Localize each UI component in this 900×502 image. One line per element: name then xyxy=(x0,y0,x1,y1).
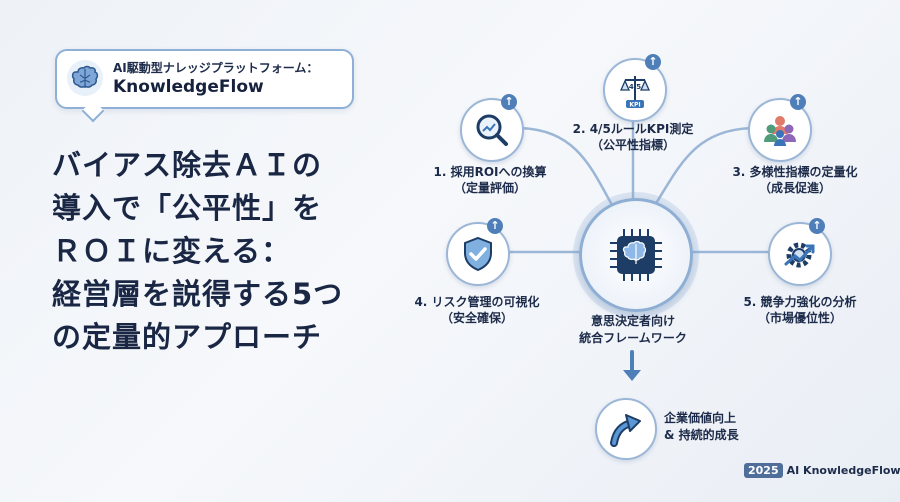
magnifier-chart-icon xyxy=(476,114,508,146)
node-5-subtitle: （市場優位性） xyxy=(757,311,842,325)
scale-kpi-icon: 4/5 KPI xyxy=(619,76,651,109)
node-3-subtitle: （成長促進） xyxy=(758,181,831,195)
node-5-title: 5. 競争力強化の分析 xyxy=(743,295,857,309)
gear-trend-icon xyxy=(784,242,815,268)
node-2-subtitle: （公平性指標） xyxy=(590,138,675,152)
headline: バイアス除去ＡＩの 導入で「公平性」を ＲＯＩに変える： 経営層を説得する5つ … xyxy=(52,144,382,359)
node-4-subtitle: （安全確保） xyxy=(440,311,513,325)
badge-subtitle: AI駆動型ナレッジプラットフォーム： xyxy=(113,61,319,75)
down-arrow-icon xyxy=(623,350,641,381)
headline-line: バイアス除去ＡＩの xyxy=(52,148,323,182)
headline-line: ＲＯＩに変える： xyxy=(52,234,292,268)
up-arrow-icon: ↑ xyxy=(645,54,661,70)
center-label: 意思決定者向け 統合フレームワーク xyxy=(568,313,698,347)
shield-check-icon xyxy=(464,236,492,272)
up-arrow-icon: ↑ xyxy=(790,94,806,110)
footer-year: 2025 xyxy=(744,463,783,478)
result-subtitle: & 持続的成長 xyxy=(664,428,739,442)
node-4-title: 4. リスク管理の可視化 xyxy=(414,295,540,309)
node-1-label: 1. 採用ROIへの換算 （定量評価） xyxy=(415,164,565,196)
node-3-label: 3. 多様性指標の定量化 （成長促進） xyxy=(720,164,870,196)
node-2-label: 2. 4/5ルールKPI測定 （公平性指標） xyxy=(563,121,703,153)
node-5-label: 5. 競争力強化の分析 （市場優位性） xyxy=(725,294,875,326)
node-2-title: 2. 4/5ルールKPI測定 xyxy=(572,122,694,136)
footer-text: AI KnowledgeFlow xyxy=(786,464,900,477)
kpi-text: KPI xyxy=(629,102,640,109)
upward-arrow-icon xyxy=(610,414,641,447)
up-arrow-icon: ↑ xyxy=(501,94,517,110)
diverse-people-icon xyxy=(764,116,796,146)
brand-badge: AI駆動型ナレッジプラットフォーム： KnowledgeFlow xyxy=(55,49,354,123)
result-title: 企業価値向上 xyxy=(664,411,737,425)
node-4-label: 4. リスク管理の可視化 （安全確保） xyxy=(402,294,552,326)
node-3-title: 3. 多様性指標の定量化 xyxy=(732,165,858,179)
center-label-line: 意思決定者向け xyxy=(590,314,675,328)
center-label-line: 統合フレームワーク xyxy=(579,331,687,345)
center-hub xyxy=(579,198,693,312)
node-4 xyxy=(446,222,510,286)
headline-line: 経営層を説得する5つ xyxy=(52,277,344,311)
node-1-title: 1. 採用ROIへの換算 xyxy=(433,165,547,179)
up-arrow-icon: ↑ xyxy=(487,218,503,234)
brain-chip-icon xyxy=(610,229,662,281)
result-node xyxy=(595,398,657,460)
node-1-subtitle: （定量評価） xyxy=(453,181,526,195)
headline-line: の定量的アプローチ xyxy=(52,320,323,354)
brain-icon xyxy=(67,60,103,96)
result-label: 企業価値向上 & 持続的成長 xyxy=(664,410,739,444)
up-arrow-icon: ↑ xyxy=(809,218,825,234)
badge-brand: KnowledgeFlow xyxy=(113,77,264,97)
scale-fraction-text: 4/5 xyxy=(629,83,641,91)
headline-line: 導入で「公平性」を xyxy=(52,191,323,225)
